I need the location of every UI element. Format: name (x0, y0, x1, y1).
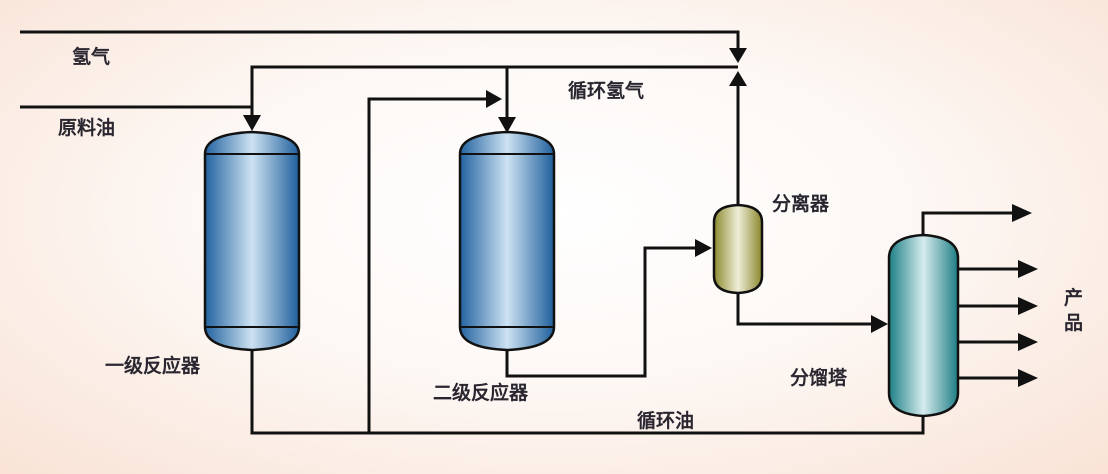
recycle-hydrogen-header (250, 65, 738, 117)
product-label-line1: 产 (1064, 286, 1083, 309)
reactor2-label: 二级反应器 (433, 381, 529, 404)
arrow-down-icon (729, 48, 747, 63)
reactor2-outlet-line (505, 246, 698, 378)
arrow-down-icon (243, 115, 261, 131)
arrow-right-icon (1018, 297, 1038, 315)
arrow-right-icon (1012, 204, 1032, 222)
separator-label: 分离器 (772, 192, 830, 215)
recycle-oil-label: 循环油 (637, 409, 694, 432)
reactor1-label: 一级反应器 (105, 354, 201, 377)
arrow-right-icon (1018, 333, 1038, 351)
pipes (20, 30, 1020, 435)
product-label-line2: 品 (1064, 312, 1083, 334)
separator (712, 203, 764, 295)
arrow-up-icon (729, 71, 747, 86)
arrows (243, 48, 1038, 387)
recycle-oil-riser (367, 97, 490, 433)
fractionator-label: 分馏塔 (790, 366, 848, 389)
arrow-right-icon (486, 90, 502, 108)
arrow-right-icon (1018, 369, 1038, 387)
reactor-2 (458, 130, 556, 352)
recycle-hydrogen-label: 循环氢气 (568, 79, 644, 102)
arrow-right-icon (871, 315, 888, 333)
arrow-down-icon (498, 117, 516, 133)
recycle-oil-line (369, 415, 925, 435)
hydrogen-label: 氢气 (72, 45, 110, 68)
reactor1-outlet-line (250, 350, 369, 435)
feed-oil-label: 原料油 (58, 116, 115, 139)
fractionator (887, 233, 960, 418)
reactor-1 (203, 130, 301, 352)
arrow-right-icon (1018, 260, 1038, 278)
separator-liquid-line (736, 292, 872, 326)
product-line-top (921, 211, 1014, 236)
hydrogen-line (20, 30, 740, 50)
arrow-right-icon (695, 239, 712, 257)
